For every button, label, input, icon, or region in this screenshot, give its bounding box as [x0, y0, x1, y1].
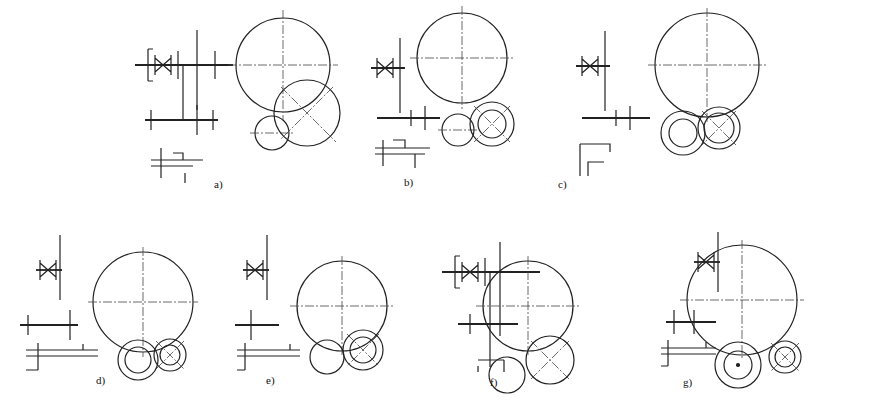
gear-symbol	[266, 235, 267, 300]
gear-symbol	[616, 106, 630, 130]
panel-label: a)	[214, 178, 223, 190]
gear-symbol	[470, 312, 500, 336]
panel-label: e)	[266, 374, 275, 386]
synchronizer-symbol	[155, 55, 171, 75]
gear-circle	[118, 340, 158, 380]
center-line	[648, 8, 766, 122]
gear-circle	[343, 330, 383, 370]
gear-circle	[724, 351, 752, 379]
gear-circle	[698, 107, 740, 149]
shaft	[145, 119, 218, 121]
clutch-symbol	[26, 343, 98, 370]
center-line	[347, 334, 379, 366]
gear-symbol	[455, 256, 460, 288]
gear-symbol	[151, 105, 213, 135]
shaft	[377, 117, 440, 119]
shaft	[20, 324, 78, 326]
gear-train-schematic	[235, 235, 300, 370]
clutch-symbol	[580, 144, 610, 176]
gear-circle	[274, 80, 340, 146]
gear-symbol	[148, 49, 153, 81]
center-line	[228, 10, 338, 120]
center-line	[702, 111, 736, 145]
shaft	[489, 272, 490, 324]
gear-symbol	[484, 258, 485, 286]
gear-symbol	[214, 51, 215, 79]
gear-symbol	[717, 232, 718, 292]
gear-circle	[489, 357, 525, 393]
center-line	[474, 106, 510, 142]
gear-symbol	[196, 30, 197, 110]
gear-circle	[526, 336, 574, 384]
center-line	[531, 341, 569, 379]
shaft	[458, 323, 518, 325]
gear-train-schematic	[576, 31, 650, 176]
gear-symbol	[499, 242, 500, 312]
gear-symbol	[250, 310, 251, 340]
gear-train-schematic	[135, 30, 233, 183]
center-line	[156, 341, 184, 369]
panel-label: d)	[96, 374, 105, 386]
shaft	[135, 64, 233, 66]
gear-circle	[154, 339, 186, 371]
shaft	[182, 65, 183, 120]
synchronizer-symbol	[462, 262, 478, 282]
center-line	[290, 256, 394, 356]
clutch-symbol	[237, 343, 300, 370]
gear-symbol	[399, 38, 400, 113]
gear-symbol	[59, 235, 60, 300]
clutch-symbol	[151, 148, 203, 183]
synchronizer-symbol	[40, 260, 56, 280]
gear-center	[737, 364, 740, 367]
clutch-symbol	[375, 140, 430, 168]
center-line	[280, 87, 336, 142]
panel-label: c)	[558, 178, 567, 190]
panel-label: g)	[683, 376, 692, 388]
center-line	[438, 130, 478, 131]
gear-symbol	[604, 31, 605, 111]
shaft	[442, 271, 540, 273]
center-line	[771, 343, 799, 371]
shaft	[235, 324, 279, 326]
gear-circle	[470, 102, 514, 146]
synchronizer-symbol	[377, 58, 393, 78]
gear-symbol	[411, 106, 425, 130]
gear-circles	[88, 6, 804, 393]
synchronizer-symbol	[698, 252, 714, 272]
gear-symbol	[28, 310, 70, 340]
clutch-symbol	[661, 340, 716, 366]
synchronizer-symbol	[582, 56, 598, 76]
panel-label: f)	[490, 376, 497, 388]
synchronizer-symbol	[247, 260, 263, 280]
gear-symbol	[177, 51, 178, 79]
gear-train-schematic	[20, 235, 98, 370]
gear-circle	[310, 340, 344, 374]
gear-circle	[769, 341, 801, 373]
center-line	[410, 6, 514, 110]
gear-circle	[669, 119, 697, 147]
gear-train-schematic	[371, 38, 440, 168]
gear-circle	[125, 347, 151, 373]
panel-label: b)	[404, 176, 413, 188]
gear-circle	[715, 342, 761, 388]
